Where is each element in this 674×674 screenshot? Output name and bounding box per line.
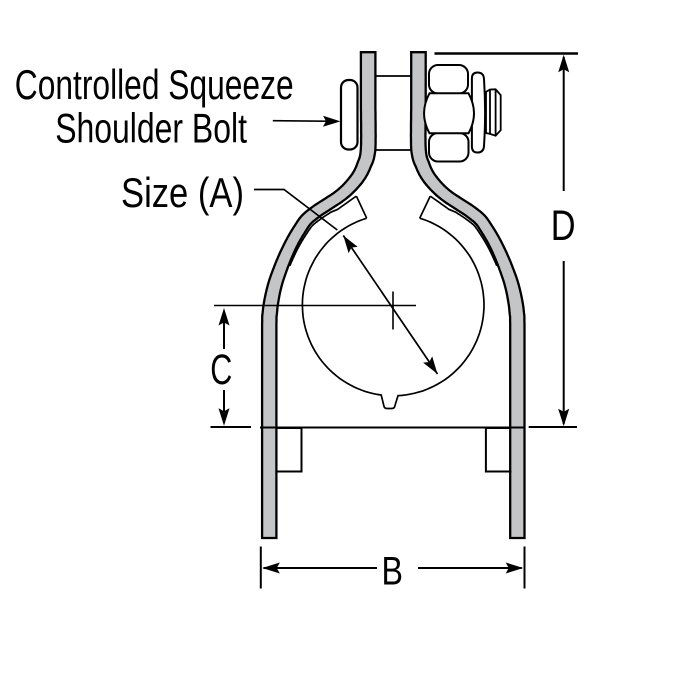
svg-text:Size (A): Size (A) — [121, 170, 244, 217]
svg-text:C: C — [210, 346, 232, 393]
svg-text:B: B — [382, 548, 403, 593]
svg-text:D: D — [551, 203, 576, 250]
svg-text:Controlled Squeeze: Controlled Squeeze — [15, 62, 294, 108]
svg-text:Shoulder Bolt: Shoulder Bolt — [55, 104, 247, 151]
